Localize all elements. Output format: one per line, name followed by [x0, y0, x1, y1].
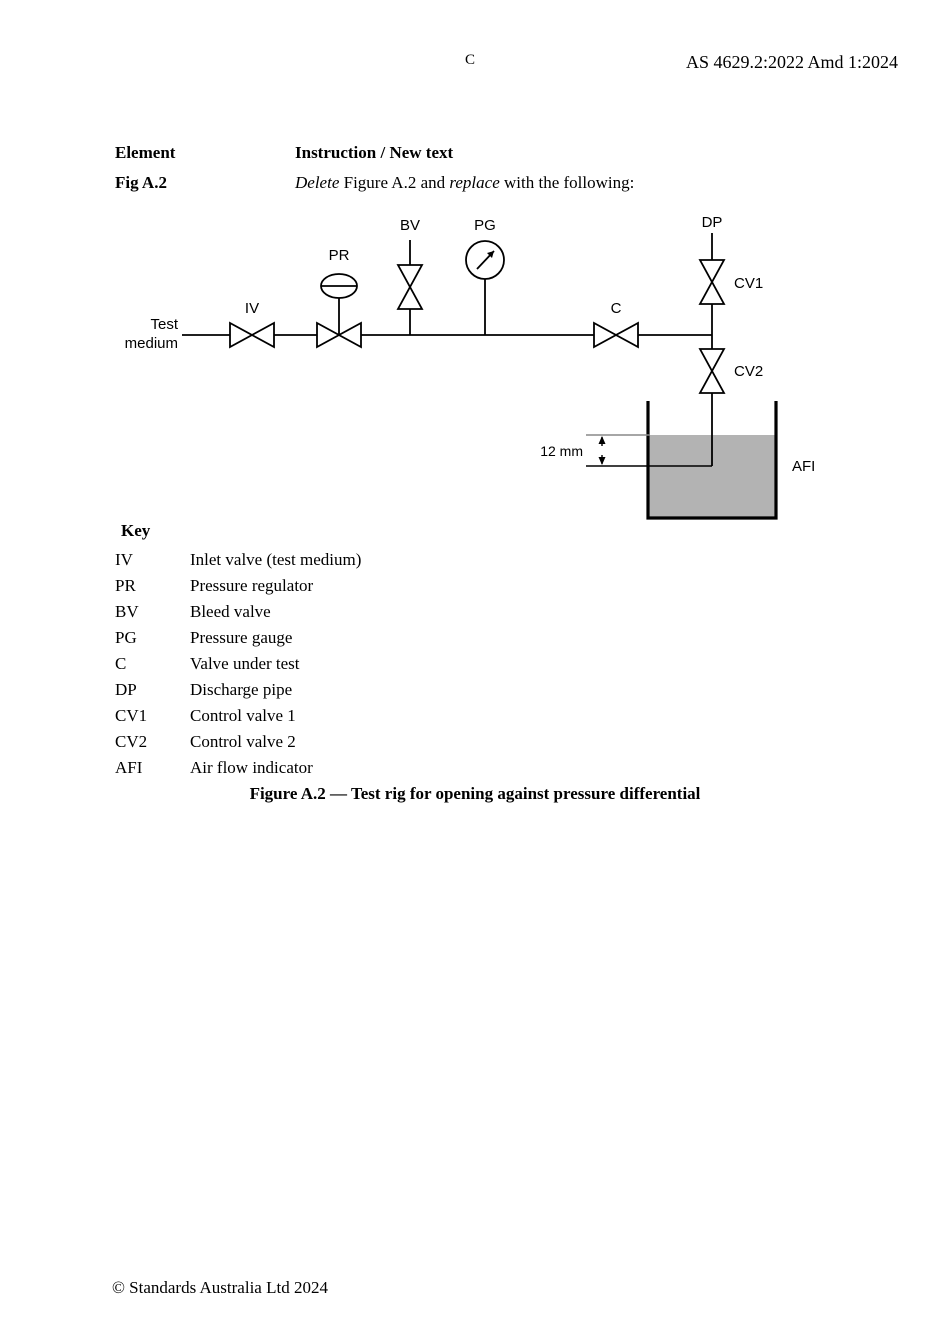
key-description: Air flow indicator — [190, 758, 313, 777]
amendment-instruction-text: Delete Figure A.2 and replace with the f… — [295, 173, 875, 193]
label-afi: AFI — [792, 458, 815, 475]
key-item-cv1: CV1 Control valve 1 — [115, 706, 815, 732]
column-header-element: Element — [115, 143, 176, 162]
key-abbr: PG — [115, 628, 137, 647]
valve-cv1-symbol — [698, 259, 726, 305]
amendment-table-header-row: Element Instruction / New text — [115, 143, 875, 163]
key-item-pg: PG Pressure gauge — [115, 628, 815, 654]
key-item-dp: DP Discharge pipe — [115, 680, 815, 706]
key-abbr: DP — [115, 680, 137, 699]
amendment-table-row: Fig A.2 Delete Figure A.2 and replace wi… — [115, 173, 875, 193]
label-cv2: CV2 — [734, 363, 763, 380]
amendment-table: Element Instruction / New text Fig A.2 D… — [115, 143, 875, 203]
valve-pr-symbol — [316, 321, 362, 349]
page-mark: C — [465, 52, 476, 68]
valve-iv-symbol — [229, 321, 275, 349]
label-bv: BV — [400, 217, 420, 234]
figure-a2-diagram: IV PR BV PG — [120, 215, 910, 520]
key-abbr: PR — [115, 576, 136, 595]
key-abbr: IV — [115, 550, 133, 569]
test-rig-schematic-svg: IV PR BV PG — [125, 215, 815, 520]
key-title: Key — [121, 521, 151, 540]
standard-reference: AS 4629.2:2022 Amd 1:2024 — [685, 52, 898, 72]
key-description: Discharge pipe — [190, 680, 293, 699]
key-description: Bleed valve — [190, 602, 271, 621]
label-pg: PG — [474, 217, 496, 234]
valve-bv-symbol — [396, 264, 424, 310]
page-header: C AS 4629.2:2022 Amd 1:2024 — [0, 52, 950, 78]
key-description: Pressure regulator — [190, 576, 314, 595]
key-item-bv: BV Bleed valve — [115, 602, 815, 628]
label-cv1: CV1 — [734, 275, 763, 292]
label-dp: DP — [702, 215, 723, 231]
label-pr: PR — [329, 247, 350, 264]
key-abbr: CV1 — [115, 706, 148, 725]
label-c: C — [611, 300, 622, 317]
dimension-arrowhead-down-icon — [598, 457, 606, 465]
key-description: Valve under test — [190, 654, 300, 673]
instruction-text-part1: Figure A.2 and — [339, 173, 450, 192]
column-header-instruction: Instruction / New text — [295, 143, 454, 162]
label-inlet-line1: Test — [150, 316, 178, 333]
dimension-arrowhead-up-icon — [598, 436, 606, 444]
key-item-cv2: CV2 Control valve 2 — [115, 732, 815, 758]
instruction-text-part2: with the following: — [499, 173, 635, 192]
key-item-pr: PR Pressure regulator — [115, 576, 815, 602]
tank-vessel-outline — [646, 401, 778, 520]
key-description: Inlet valve (test medium) — [190, 550, 362, 569]
instruction-keyword-delete: Delete — [295, 173, 340, 192]
label-inlet-line2: medium — [125, 335, 178, 352]
key-description: Control valve 1 — [190, 706, 296, 725]
key-abbr: AFI — [115, 758, 143, 777]
key-abbr: CV2 — [115, 732, 148, 751]
footer-copyright: © Standards Australia Ltd 2024 — [112, 1278, 328, 1297]
dimension-label-12mm: 12 mm — [540, 443, 583, 459]
label-iv: IV — [245, 300, 259, 317]
key-item-c: C Valve under test — [115, 654, 815, 680]
key-abbr: BV — [115, 602, 139, 621]
key-description: Pressure gauge — [190, 628, 293, 647]
valve-cv2-symbol — [698, 348, 726, 394]
key-item-afi: AFI Air flow indicator — [115, 758, 815, 784]
valve-c-symbol — [593, 321, 639, 349]
pressure-gauge-needle-tip-icon — [487, 251, 494, 258]
figure-key: Key IV Inlet valve (test medium) PR Pres… — [115, 521, 815, 784]
amendment-element-ref: Fig A.2 — [115, 173, 167, 192]
key-description: Control valve 2 — [190, 732, 296, 751]
instruction-keyword-replace: replace — [449, 173, 500, 192]
key-abbr: C — [115, 654, 127, 673]
key-item-iv: IV Inlet valve (test medium) — [115, 550, 815, 576]
figure-caption: Figure A.2 — Test rig for opening agains… — [249, 784, 701, 803]
